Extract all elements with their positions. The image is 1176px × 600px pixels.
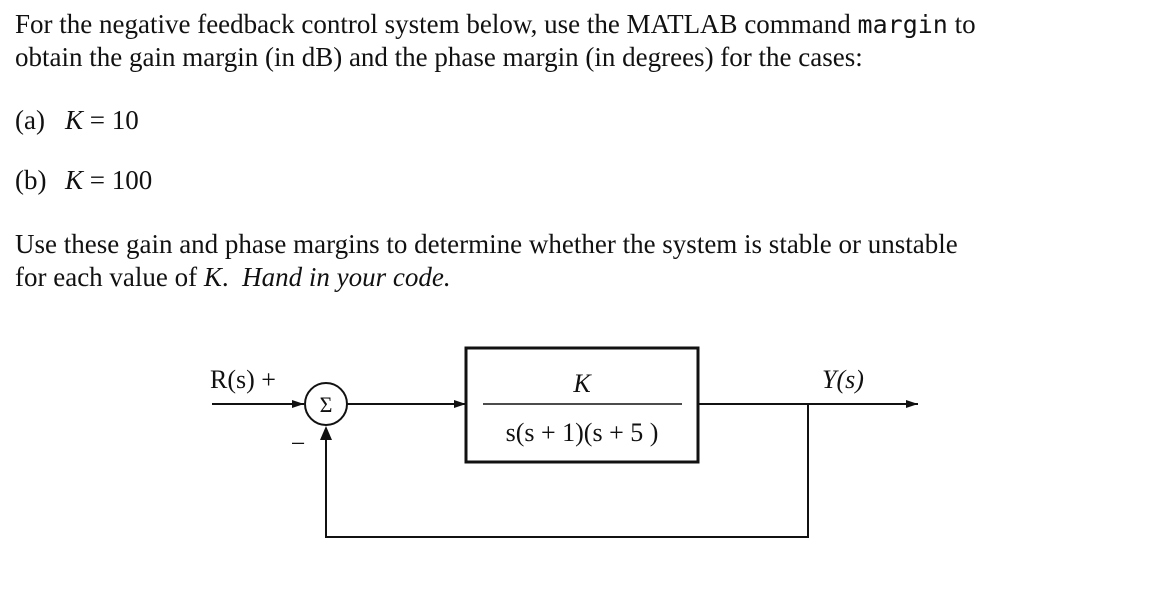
case-a-equals: = xyxy=(83,105,112,135)
case-a-variable: K xyxy=(65,105,84,135)
matlab-command: margin xyxy=(857,10,948,39)
problem-statement: For the negative feedback control system… xyxy=(15,8,976,74)
problem-line-1: For the negative feedback control system… xyxy=(15,8,976,41)
instruction-period: . xyxy=(221,262,229,292)
case-b-variable: K xyxy=(65,165,84,195)
instruction-paragraph: Use these gain and phase margins to dete… xyxy=(15,228,958,294)
feedback-arrowhead xyxy=(320,426,332,440)
summer-symbol: Σ xyxy=(320,392,333,417)
transfer-denominator: s(s + 1)(s + 5 ) xyxy=(506,418,659,447)
case-a-value: 10 xyxy=(111,105,139,135)
instruction-variable: K xyxy=(203,262,222,292)
case-b-value: 100 xyxy=(111,165,153,195)
hand-in-instruction: Hand in your code. xyxy=(242,262,451,292)
transfer-numerator: K xyxy=(572,369,592,398)
input-label: R(s) + xyxy=(210,365,276,394)
instruction-line-1: Use these gain and phase margins to dete… xyxy=(15,229,958,259)
case-b: (b) K = 100 xyxy=(15,164,152,197)
problem-line-1-text: For the negative feedback control system… xyxy=(15,9,858,39)
case-a-label: (a) xyxy=(15,105,45,135)
instruction-line-2: for each value of K. Hand in your code. xyxy=(15,261,958,294)
instruction-line-2-prefix: for each value of xyxy=(15,262,204,292)
case-b-label: (b) xyxy=(15,165,47,195)
case-a: (a) K = 10 xyxy=(15,104,139,137)
problem-line-1-end: to xyxy=(947,9,976,39)
plant-block xyxy=(464,346,700,464)
feedback-path xyxy=(325,404,809,538)
feedback-sign: − xyxy=(291,429,306,458)
problem-line-2: obtain the gain margin (in dB) and the p… xyxy=(15,42,863,72)
case-b-equals: = xyxy=(83,165,112,195)
output-label: Y(s) xyxy=(822,365,864,394)
